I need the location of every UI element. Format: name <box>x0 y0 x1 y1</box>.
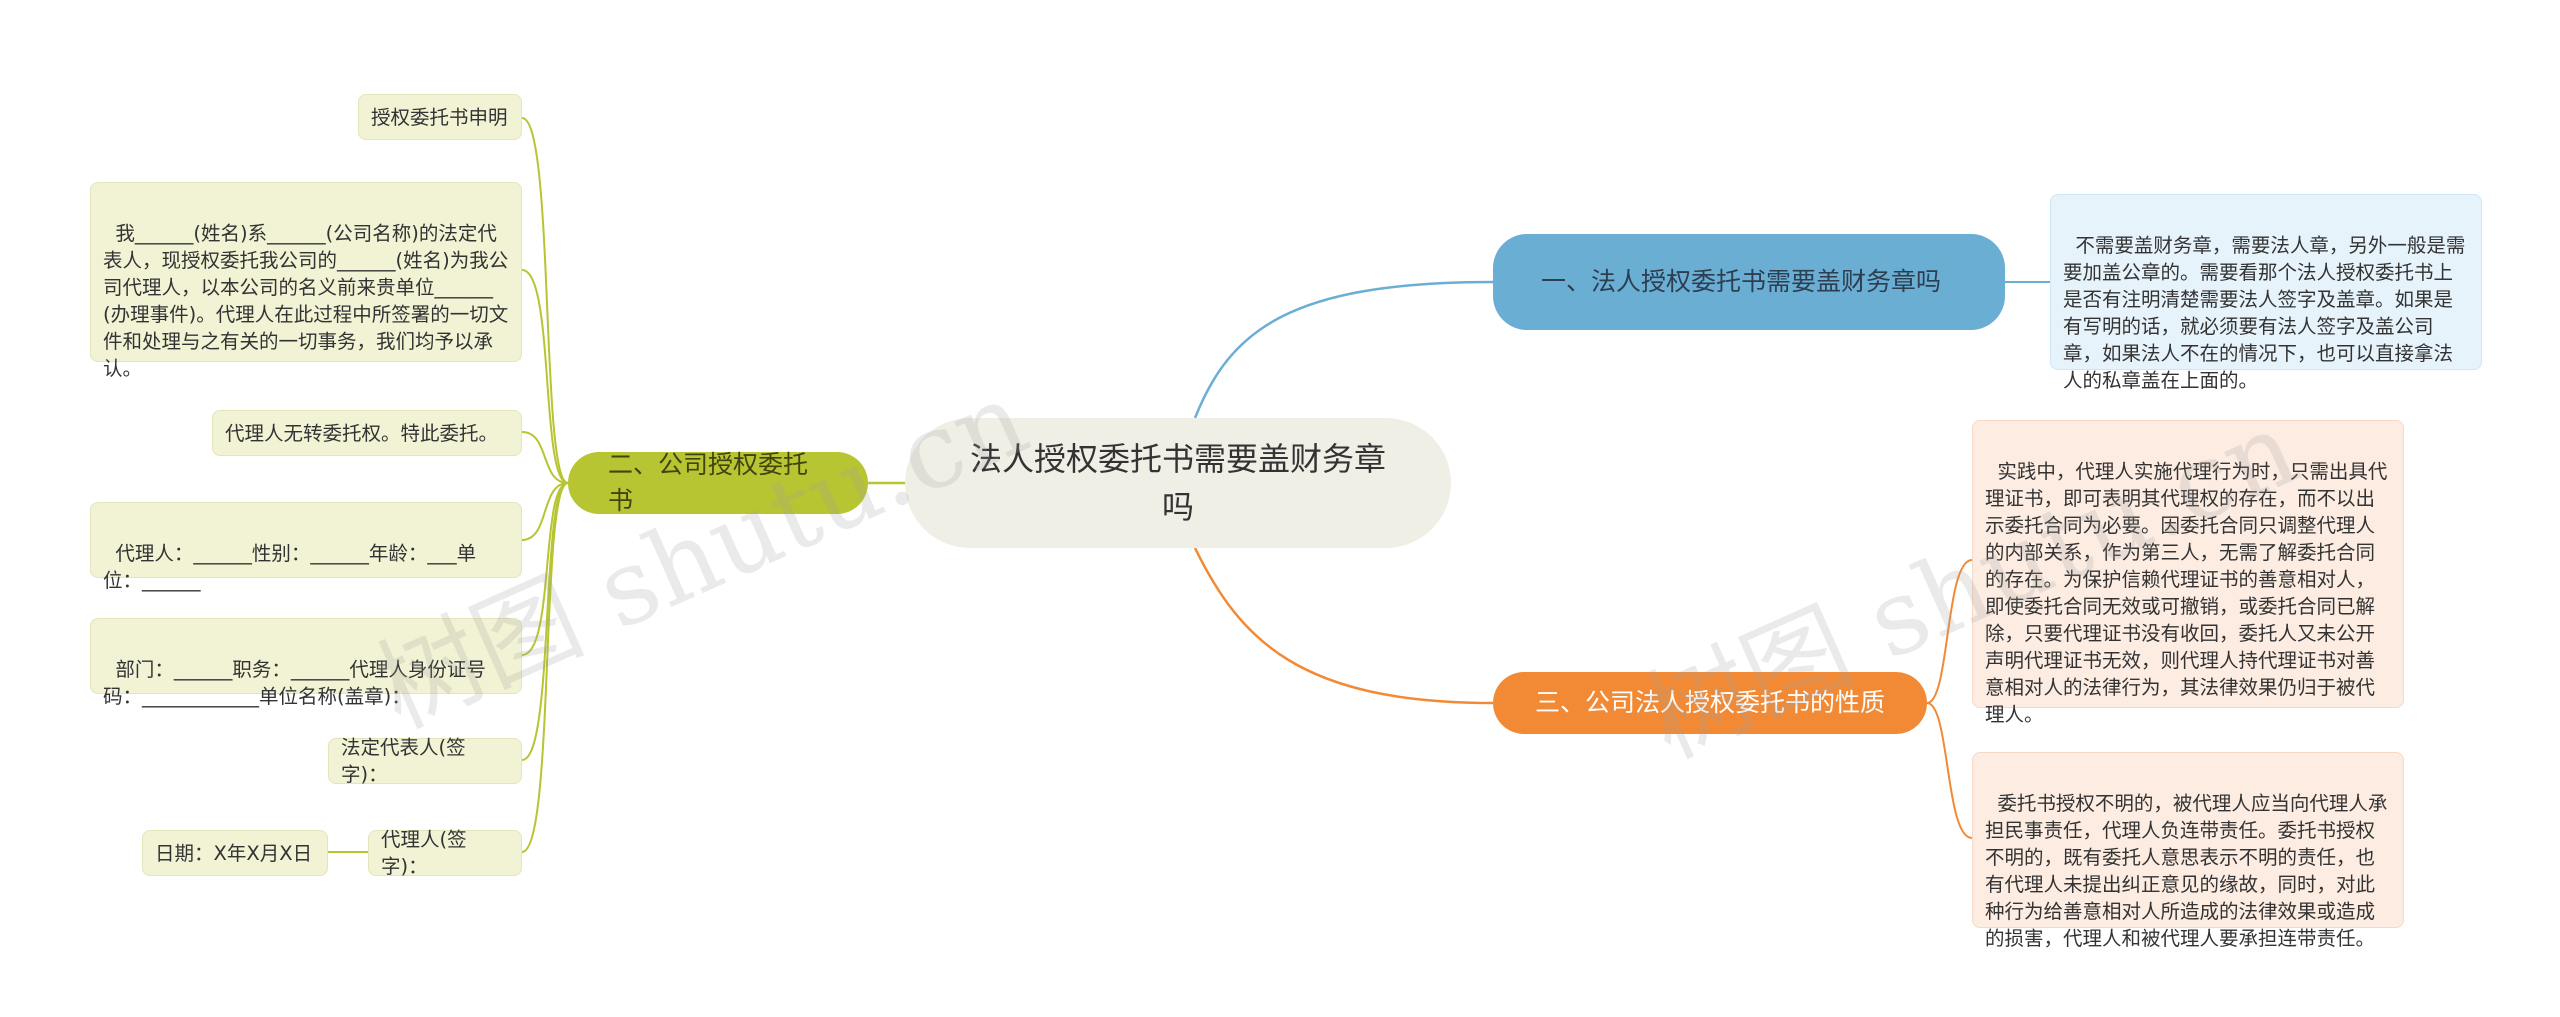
branch-3-label: 三、公司法人授权委托书的性质 <box>1534 688 1885 717</box>
leaf-text: 部门：______职务：______代理人身份证号码：____________单… <box>103 658 486 708</box>
branch-2-leaf-1[interactable]: 授权委托书申明 <box>358 94 522 140</box>
edge-b3-leaf1 <box>1926 559 1973 704</box>
branch-2-leaf-6[interactable]: 法定代表人(签字)： <box>328 736 522 786</box>
leaf-text: 不需要盖财务章，需要法人章，另外一般是需要加盖公章的。需要看那个法人授权委托书上… <box>2063 234 2466 392</box>
branch-2-leaf-7-child[interactable]: 日期：X年X月X日 <box>142 830 328 876</box>
branch-3[interactable]: 三、公司法人授权委托书的性质 <box>1493 672 1927 734</box>
leaf-text: 代理人无转委托权。特此委托。 <box>225 421 499 445</box>
branch-2[interactable]: 二、公司授权委托书 <box>568 450 868 515</box>
leaf-text: 代理人(签字)： <box>381 828 467 878</box>
branch-1-leaf-1[interactable]: 不需要盖财务章，需要法人章，另外一般是需要加盖公章的。需要看那个法人授权委托书上… <box>2050 194 2482 392</box>
leaf-text: 代理人：______性别：______年龄：___单位：______ <box>103 542 477 592</box>
root-topic-label: 法人授权委托书需要盖财务章吗 <box>969 440 1386 526</box>
branch-2-leaf-7[interactable]: 代理人(签字)： <box>368 828 522 878</box>
edge-root-b3 <box>1193 547 1494 705</box>
edge-b2-leaf6 <box>521 482 569 761</box>
edge-b2-leaf3 <box>521 431 569 484</box>
leaf-text: 我______(姓名)系______(公司名称)的法定代表人，现授权委托我公司的… <box>103 222 509 380</box>
branch-2-label: 二、公司授权委托书 <box>608 450 809 515</box>
leaf-text: 委托书授权不明的，被代理人应当向代理人承担民事责任，代理人负连带责任。委托书授权… <box>1985 792 2388 950</box>
edge-b2-leaf4 <box>521 482 569 541</box>
edge-b2-leaf5 <box>521 482 569 656</box>
edge-b2-leaf7 <box>521 482 569 853</box>
leaf-text: 授权委托书申明 <box>371 105 508 129</box>
root-topic[interactable]: 法人授权委托书需要盖财务章吗 <box>905 418 1451 548</box>
branch-3-leaf-1[interactable]: 实践中，代理人实施代理行为时，只需出具代理证书，即可表明其代理权的存在，而不以出… <box>1972 420 2404 726</box>
branch-1-label: 一、法人授权委托书需要盖财务章吗 <box>1541 267 1942 296</box>
leaf-text: 法定代表人(签字)： <box>341 736 466 786</box>
edge-b2-leaf2 <box>521 269 569 484</box>
branch-3-leaf-2[interactable]: 委托书授权不明的，被代理人应当向代理人承担民事责任，代理人负连带责任。委托书授权… <box>1972 752 2404 950</box>
branch-2-leaf-2[interactable]: 我______(姓名)系______(公司名称)的法定代表人，现授权委托我公司的… <box>90 182 522 380</box>
edge-root-b1 <box>1193 280 1494 419</box>
branch-2-leaf-5[interactable]: 部门：______职务：______代理人身份证号码：____________单… <box>90 618 522 708</box>
leaf-text: 实践中，代理人实施代理行为时，只需出具代理证书，即可表明其代理权的存在，而不以出… <box>1985 460 2388 726</box>
branch-2-leaf-3[interactable]: 代理人无转委托权。特此委托。 <box>212 410 522 456</box>
branch-1[interactable]: 一、法人授权委托书需要盖财务章吗 <box>1493 234 2005 330</box>
edge-b2-leaf1 <box>521 117 569 484</box>
branch-2-leaf-4[interactable]: 代理人：______性别：______年龄：___单位：______ <box>90 502 522 592</box>
leaf-text: 日期：X年X月X日 <box>155 841 313 865</box>
edge-b3-leaf2 <box>1926 702 1973 839</box>
